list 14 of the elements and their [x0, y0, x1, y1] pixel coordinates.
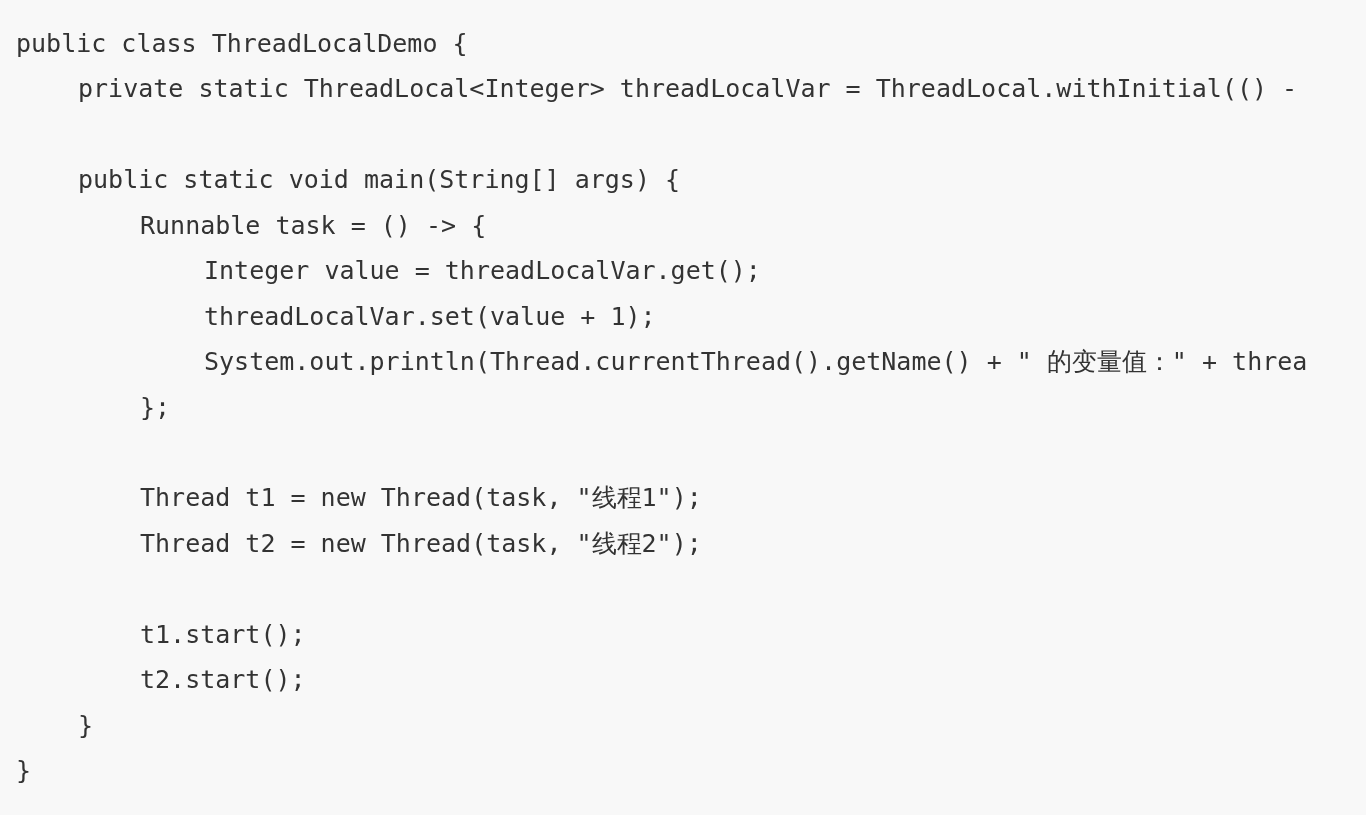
code-line: private static ThreadLocal<Integer> threadLocalVar = ThreadLocal.withInitial(() - [78, 73, 1298, 105]
code-line: Runnable task = () -> { [140, 210, 487, 242]
code-line: Integer value = threadLocalVar.get(); [204, 255, 761, 287]
code-line: public class ThreadLocalDemo { [16, 28, 468, 60]
code-line: Thread t2 = new Thread(task, "线程2"); [140, 528, 702, 560]
code-line: Thread t1 = new Thread(task, "线程1"); [140, 482, 702, 514]
code-line: t1.start(); [140, 619, 306, 651]
code-line: public static void main(String[] args) { [78, 164, 681, 196]
code-line: } [78, 710, 94, 742]
code-line: }; [140, 392, 171, 424]
code-line: System.out.println(Thread.currentThread().getName() + " 的变量值：" + threa [204, 346, 1308, 378]
code-line: threadLocalVar.set(value + 1); [204, 301, 656, 333]
code-line: } [16, 755, 32, 787]
code-line: t2.start(); [140, 664, 306, 696]
